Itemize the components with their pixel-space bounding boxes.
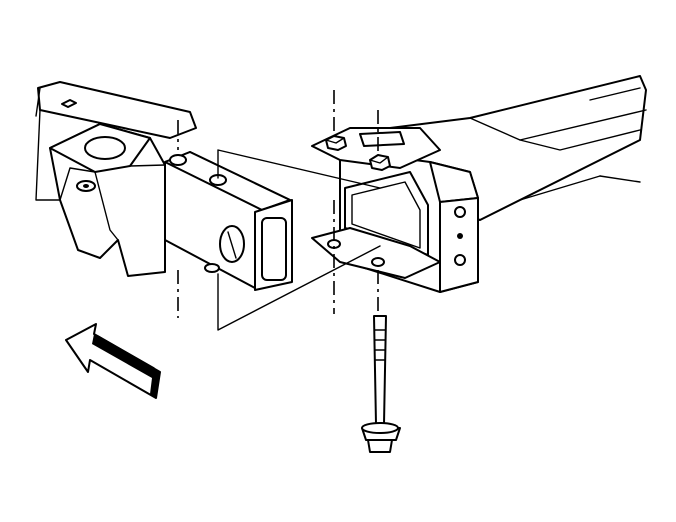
upper-flange-slot-icon xyxy=(359,131,405,147)
frame-horn-bracket xyxy=(311,127,479,293)
tube-opening-icon xyxy=(261,217,287,281)
front-direction-arrow-icon xyxy=(65,323,161,399)
alignment-lines xyxy=(177,90,381,331)
frame-rail-left xyxy=(35,81,197,201)
crossmember-tube xyxy=(164,151,293,291)
lower-flange-plate xyxy=(311,227,441,279)
rail-slot-icon xyxy=(61,99,77,108)
lower-flange-hole-right-icon xyxy=(371,257,385,267)
bracket-bore-icon xyxy=(84,136,126,160)
horn-hole-upper-icon xyxy=(454,206,466,218)
bolt-hex-head-icon xyxy=(367,439,393,453)
tube-stud-lower-icon xyxy=(204,263,220,273)
upper-nut-left xyxy=(325,135,347,151)
horn-hole-middle-icon xyxy=(457,233,463,239)
tube-bolt-head-icon xyxy=(169,154,187,166)
lower-bolt xyxy=(361,315,401,453)
mount-bracket xyxy=(49,123,166,277)
horn-hole-lower-icon xyxy=(454,254,466,266)
upper-nut-right xyxy=(369,154,391,171)
